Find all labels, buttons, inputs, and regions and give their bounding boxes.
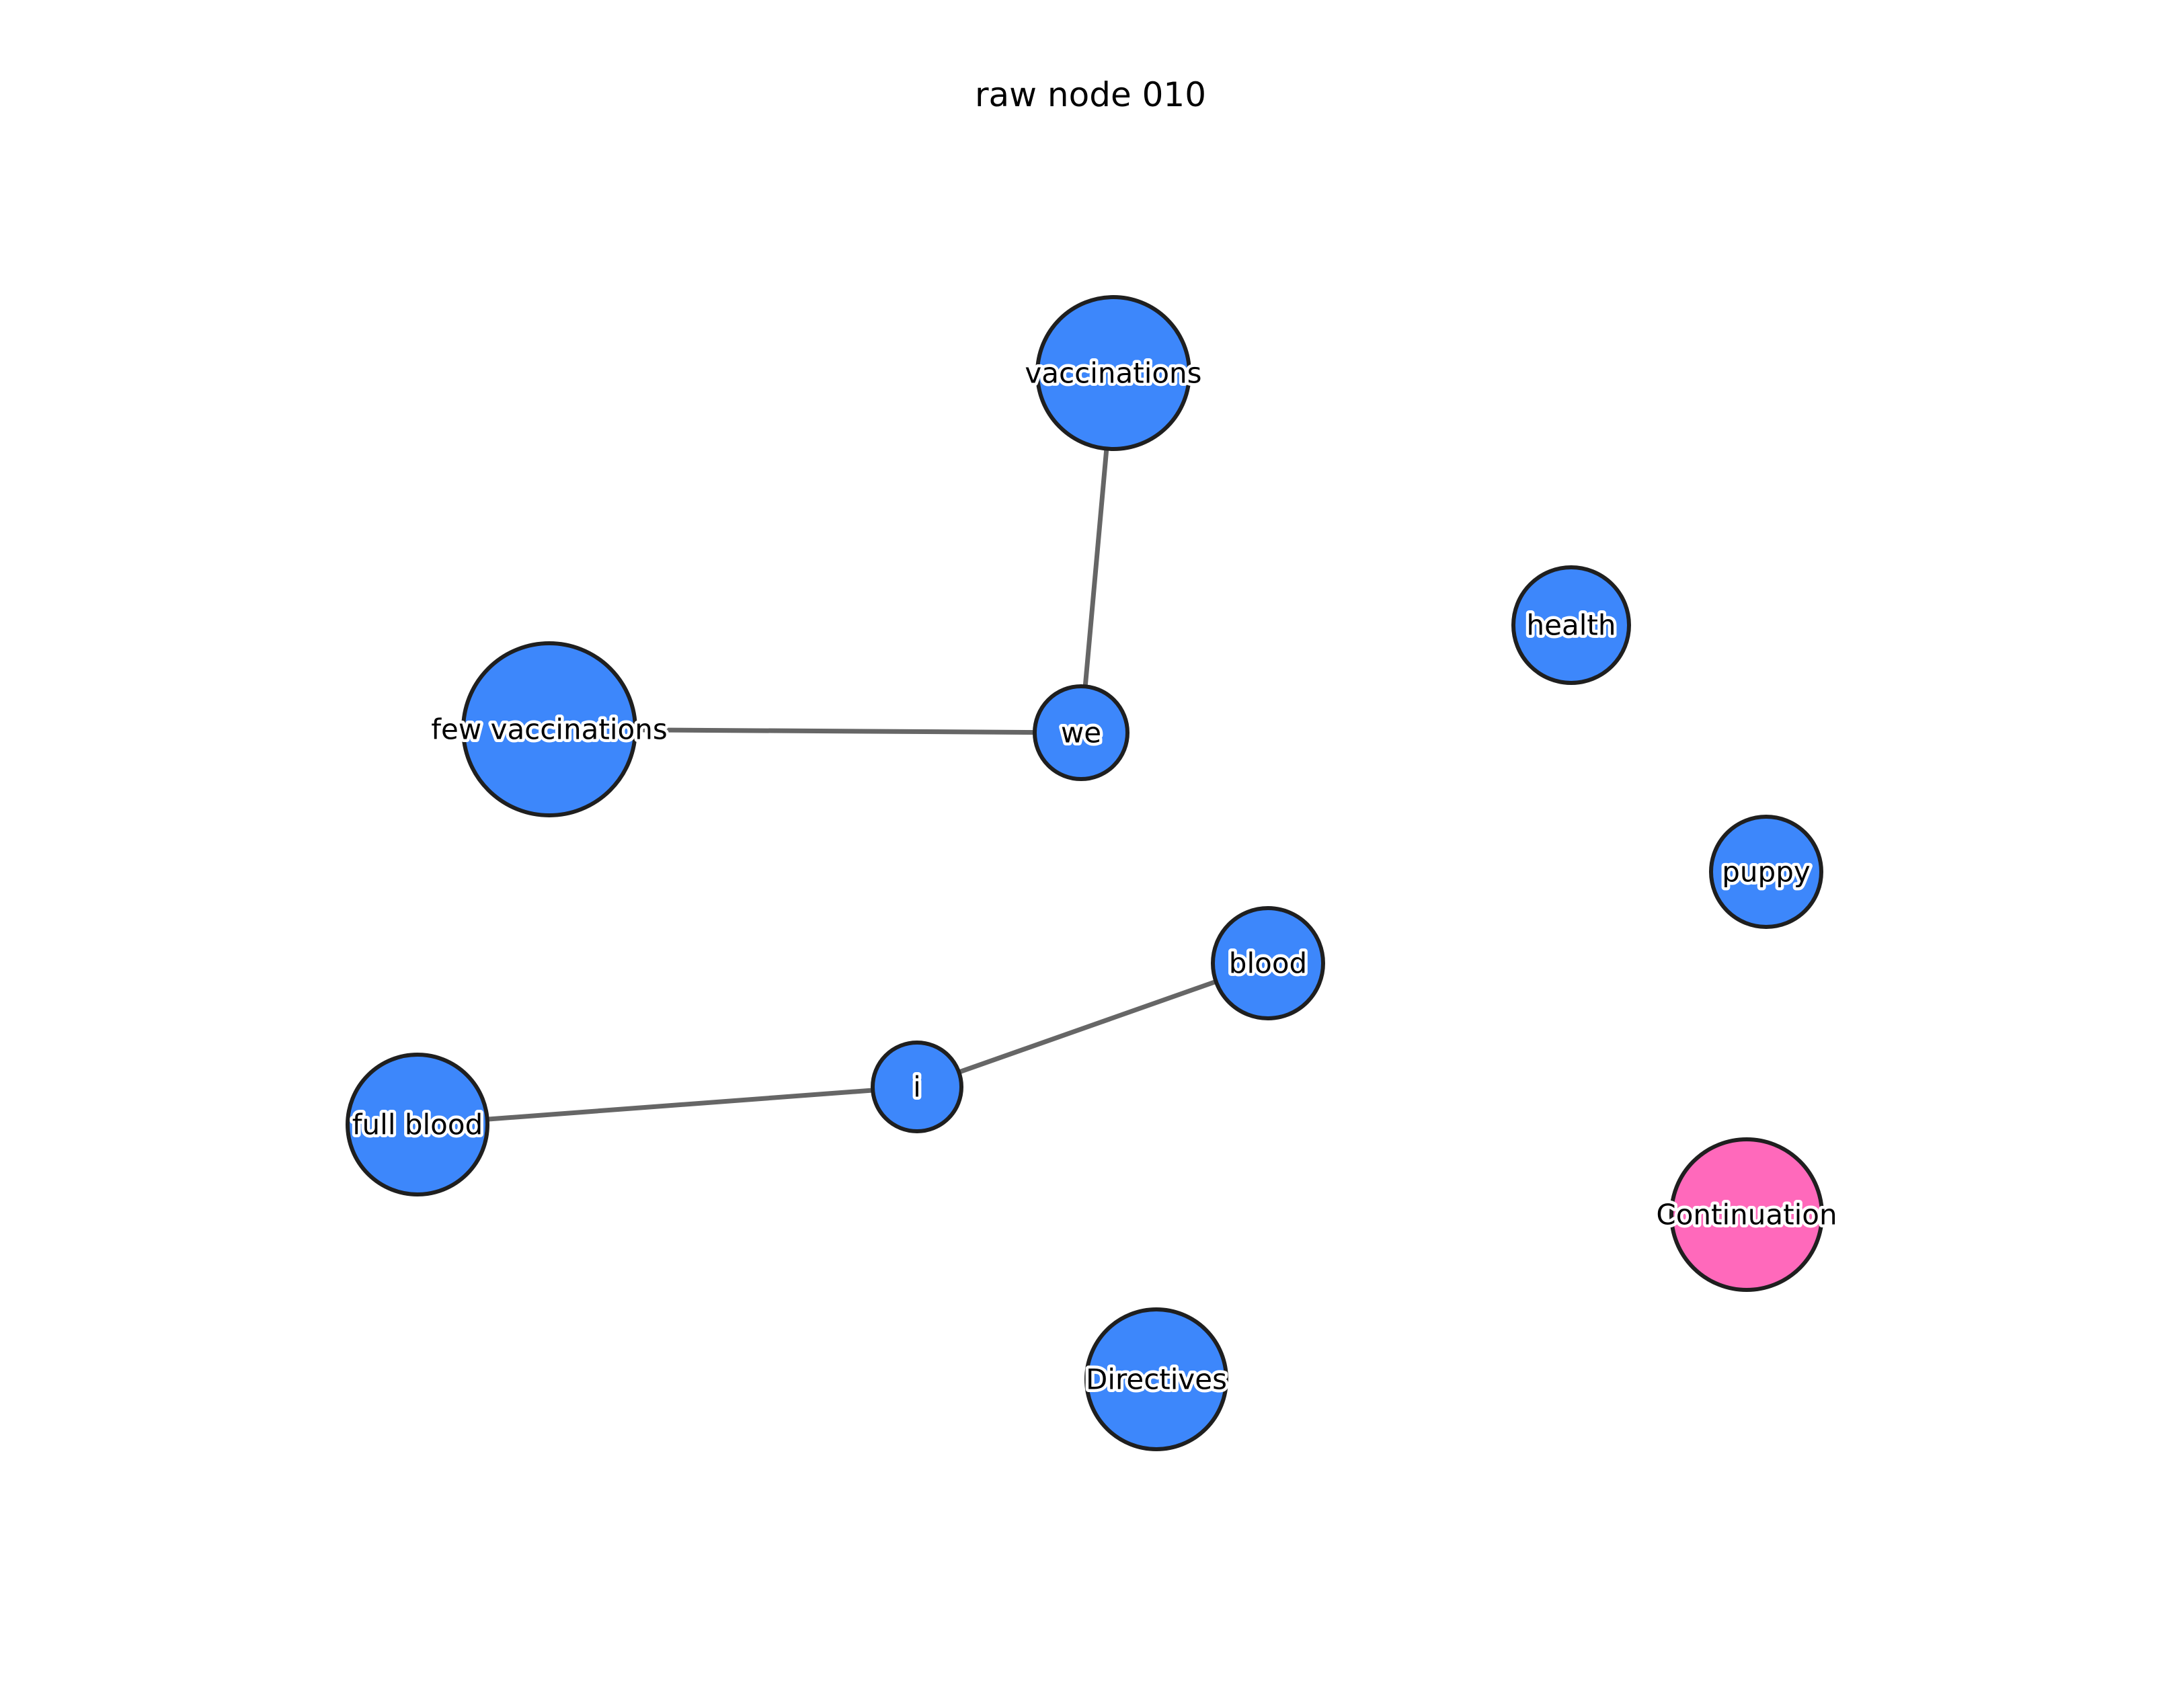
node-label-health: health bbox=[1527, 609, 1616, 642]
node-label-puppy: puppy bbox=[1722, 856, 1810, 889]
node-we: we bbox=[1033, 684, 1129, 781]
node-label-few-vaccinations: few vaccinations bbox=[431, 713, 667, 746]
node-few-vaccinations: few vaccinations bbox=[428, 641, 670, 817]
node-vaccinations: vaccinations bbox=[1022, 295, 1205, 451]
node-label-directives: Directives bbox=[1086, 1363, 1227, 1396]
node-circle-puppy bbox=[1709, 815, 1823, 929]
edge-i-full-blood bbox=[415, 1084, 920, 1127]
node-circle-i bbox=[871, 1041, 963, 1133]
node-circle-vaccinations bbox=[1035, 295, 1191, 451]
node-label-blood: blood bbox=[1229, 947, 1307, 980]
node-circle-continuation bbox=[1669, 1137, 1824, 1292]
node-circle-few-vaccinations bbox=[461, 641, 637, 817]
node-label-continuation: Continuation bbox=[1656, 1198, 1837, 1231]
node-label-i: i bbox=[913, 1071, 921, 1104]
node-circle-blood bbox=[1211, 906, 1325, 1020]
node-circle-we bbox=[1033, 684, 1129, 781]
node-label-we: we bbox=[1061, 717, 1101, 749]
node-directives: Directives bbox=[1083, 1307, 1230, 1451]
node-circle-directives bbox=[1084, 1307, 1228, 1451]
node-continuation: Continuation bbox=[1653, 1137, 1840, 1292]
edges-layer bbox=[415, 370, 1271, 1127]
node-full-blood: full blood bbox=[346, 1053, 489, 1196]
node-health: health bbox=[1511, 565, 1631, 685]
edge-i-blood bbox=[914, 961, 1271, 1090]
node-circle-full-blood bbox=[346, 1053, 489, 1196]
node-i: i bbox=[871, 1041, 963, 1133]
nodes-layer: vaccinations few vaccinations we health pupp… bbox=[346, 295, 1840, 1451]
node-puppy: puppy bbox=[1709, 815, 1823, 929]
node-label-full-blood: full blood bbox=[352, 1108, 483, 1141]
node-circle-health bbox=[1511, 565, 1631, 685]
edge-few-vaccinations-we bbox=[547, 727, 1084, 735]
graph-title: raw node 010 bbox=[975, 75, 1206, 114]
node-label-vaccinations: vaccinations bbox=[1025, 357, 1201, 390]
node-blood: blood bbox=[1211, 906, 1325, 1020]
